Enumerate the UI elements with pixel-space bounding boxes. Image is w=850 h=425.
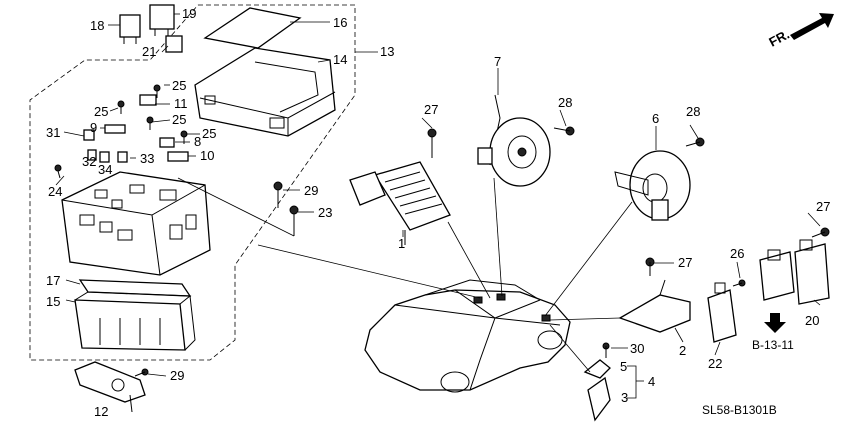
callout-25-a: 25 bbox=[172, 78, 186, 93]
callout-28-left: 28 bbox=[558, 95, 572, 110]
small-bolts bbox=[54, 84, 188, 179]
callout-13: 13 bbox=[380, 44, 394, 59]
callout-21: 21 bbox=[142, 44, 156, 59]
fuse-box-cover bbox=[194, 47, 336, 137]
fuse-box-group-outline bbox=[29, 4, 356, 361]
callout-33: 33 bbox=[140, 151, 154, 166]
horn-low bbox=[614, 150, 691, 221]
callout-34: 34 bbox=[98, 162, 112, 177]
callout-27-right: 27 bbox=[816, 199, 830, 214]
reference-code: B-13-11 bbox=[752, 338, 794, 352]
callout-25-d: 25 bbox=[202, 126, 216, 141]
relay-22 bbox=[707, 282, 737, 343]
fuse-box-lower-case bbox=[74, 291, 196, 351]
fuse-box-body bbox=[61, 171, 211, 276]
callout-26: 26 bbox=[730, 246, 744, 261]
control-unit bbox=[349, 161, 451, 245]
relay-behind-arrow bbox=[759, 249, 795, 301]
callout-23: 23 bbox=[318, 205, 332, 220]
callout-25-c: 25 bbox=[172, 112, 186, 127]
callout-28-right: 28 bbox=[686, 104, 700, 119]
callout-12: 12 bbox=[94, 404, 108, 419]
relay-21 bbox=[165, 35, 183, 53]
callout-3: 3 bbox=[621, 390, 628, 405]
callout-17: 17 bbox=[46, 273, 60, 288]
front-direction-arrow bbox=[790, 13, 834, 40]
callout-18: 18 bbox=[90, 18, 104, 33]
horn-high bbox=[477, 94, 551, 187]
callout-31: 31 bbox=[46, 125, 60, 140]
callout-16: 16 bbox=[333, 15, 347, 30]
callout-25-b: 25 bbox=[94, 104, 108, 119]
callout-19: 19 bbox=[182, 6, 196, 21]
callout-30: 30 bbox=[630, 341, 644, 356]
car-outline bbox=[364, 279, 571, 393]
callout-29-lower: 29 bbox=[170, 368, 184, 383]
relay-19 bbox=[149, 4, 175, 36]
callout-11: 11 bbox=[174, 96, 188, 111]
callout-1: 1 bbox=[398, 236, 405, 251]
callout-24: 24 bbox=[48, 184, 62, 199]
callout-32: 32 bbox=[82, 154, 96, 169]
relay-18 bbox=[119, 14, 141, 44]
callout-29-upper: 29 bbox=[304, 183, 318, 198]
callout-8: 8 bbox=[194, 134, 201, 149]
callout-20: 20 bbox=[805, 313, 819, 328]
callout-27-top: 27 bbox=[424, 102, 438, 117]
relay-20 bbox=[794, 239, 830, 305]
callout-4: 4 bbox=[648, 374, 655, 389]
small-fuse-parts bbox=[83, 94, 189, 163]
fuse-label-plate bbox=[203, 7, 302, 49]
reference-arrow bbox=[764, 313, 786, 333]
front-direction-label: FR. bbox=[766, 27, 792, 50]
callout-15: 15 bbox=[46, 294, 60, 309]
callout-27-mid: 27 bbox=[678, 255, 692, 270]
callout-6: 6 bbox=[652, 111, 659, 126]
callout-10: 10 bbox=[200, 148, 214, 163]
callout-7: 7 bbox=[494, 54, 501, 69]
bracket-assembly bbox=[583, 359, 611, 422]
callout-leaders bbox=[55, 68, 821, 377]
callout-5: 5 bbox=[620, 359, 627, 374]
callout-14: 14 bbox=[333, 52, 347, 67]
fuse-box-bracket bbox=[74, 361, 146, 413]
callout-labels: 1 2 3 4 5 6 7 8 9 10 11 12 13 14 15 16 1… bbox=[46, 6, 830, 419]
callout-2: 2 bbox=[679, 343, 686, 358]
relay-bracket bbox=[618, 279, 691, 333]
callout-9: 9 bbox=[90, 120, 97, 135]
callout-22: 22 bbox=[708, 356, 722, 371]
drawing-code: SL58-B1301B bbox=[702, 403, 777, 417]
